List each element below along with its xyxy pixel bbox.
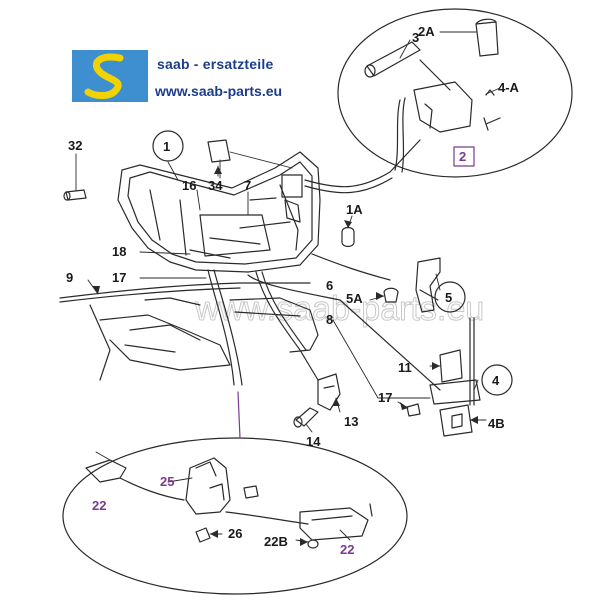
saab-logo-mark — [72, 50, 148, 102]
part-14-screw — [293, 407, 319, 428]
callout-26: 26 — [228, 526, 242, 541]
callout-13: 13 — [344, 414, 358, 429]
part-25-clip — [243, 485, 259, 499]
callout-25: 25 — [160, 474, 174, 489]
callout-5: 5 — [445, 290, 452, 305]
callout-6: 6 — [326, 278, 333, 293]
callout-18: 18 — [112, 244, 126, 259]
part-34-pad — [207, 139, 231, 163]
part-3-tube — [366, 41, 421, 77]
latch-left — [85, 459, 127, 483]
detail-top-parts — [364, 18, 501, 173]
callout-17-left: 17 — [112, 270, 126, 285]
cable-bundle — [207, 139, 441, 391]
part-2a-cover — [475, 21, 499, 57]
callout-22b: 22B — [264, 534, 288, 549]
callout-14: 14 — [306, 434, 321, 449]
part-2-lock — [413, 81, 473, 133]
arrow-heads — [92, 166, 478, 546]
callout-1a: 1A — [346, 202, 363, 217]
callout-circle-5 — [434, 281, 466, 313]
callout-1: 1 — [163, 139, 170, 154]
callout-3: 3 — [412, 30, 419, 45]
part-1a-bushing — [341, 226, 355, 248]
detail-bottom-parts — [85, 457, 373, 549]
brand-url[interactable]: www.saab-parts.eu — [155, 83, 283, 99]
callout-7: 7 — [244, 178, 251, 193]
watermark: www.saab-parts.eu — [194, 290, 484, 328]
part-22b-nut — [307, 539, 319, 549]
brand-title: saab - ersatzteile — [157, 56, 274, 72]
callout-4b: 4B — [488, 416, 505, 431]
callout-9: 9 — [66, 270, 73, 285]
part-5a-knob — [383, 287, 399, 303]
callout-17-right: 17 — [378, 390, 392, 405]
callout-34: 34 — [208, 178, 223, 193]
detail-leader — [237, 391, 241, 439]
callout-22-right: 22 — [340, 542, 354, 557]
part-11-clip — [439, 349, 463, 383]
leader-lines — [75, 31, 501, 543]
callout-circle-1 — [152, 130, 184, 162]
callout-32: 32 — [68, 138, 82, 153]
callout-labels: 1 5 4 2 2A 3 4-A 4B 1A 5A 6 7 8 9 11 13 … — [66, 24, 520, 557]
part-3-cap — [364, 64, 376, 78]
callout-4a: 4-A — [498, 80, 520, 95]
callout-4: 4 — [492, 373, 500, 388]
callout-8: 8 — [326, 312, 333, 327]
seat-back-frame — [117, 151, 321, 273]
latch-motor — [185, 457, 231, 515]
latch-right — [299, 507, 369, 541]
detail-ellipse-bottom — [62, 437, 408, 595]
part-26-screw — [195, 527, 211, 543]
callout-2a: 2A — [418, 24, 435, 39]
part-4b-bracket — [439, 404, 473, 437]
part-17-screw — [406, 403, 421, 417]
car-body — [59, 282, 319, 381]
callout-5a: 5A — [346, 291, 363, 306]
part-4-assembly — [406, 317, 481, 437]
callout-16: 16 — [182, 178, 196, 193]
callout-2: 2 — [459, 149, 466, 164]
detail-circle-top — [337, 8, 573, 178]
callout-11: 11 — [398, 360, 412, 375]
label-box-2 — [453, 146, 475, 167]
callout-circle-4 — [481, 364, 513, 396]
saab-logo — [72, 50, 148, 102]
callout-22-left: 22 — [92, 498, 106, 513]
part-32-pin — [63, 189, 87, 201]
frame-lock-upper — [281, 174, 303, 223]
